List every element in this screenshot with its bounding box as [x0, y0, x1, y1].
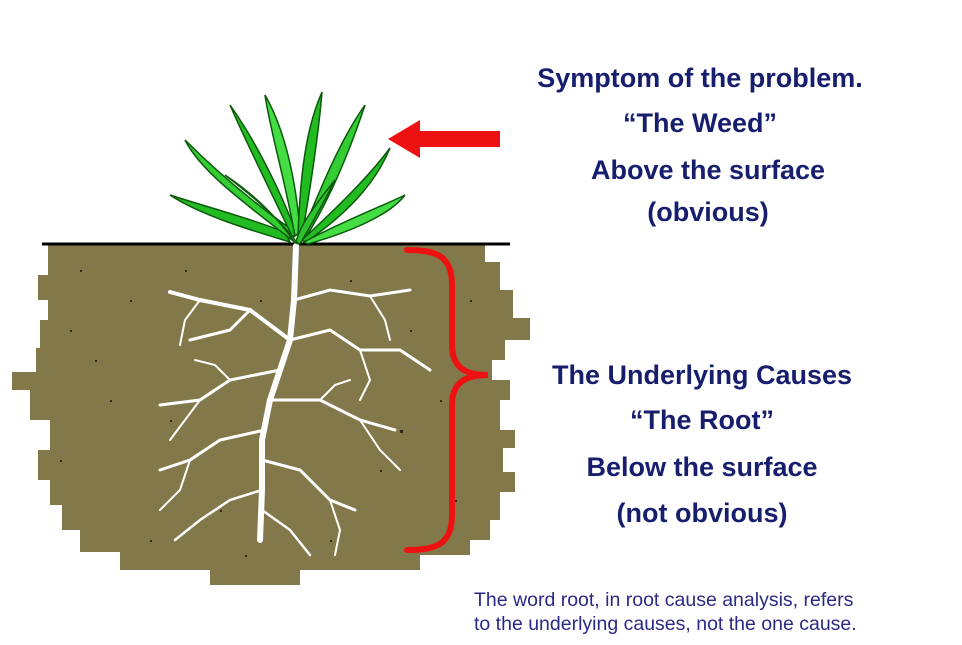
symptom-visibility: (obvious): [647, 197, 769, 227]
cause-location: Below the surface: [586, 452, 817, 482]
cause-title: The Underlying Causes: [552, 360, 852, 390]
symptom-location: Above the surface: [591, 155, 825, 185]
weed-plant: [170, 92, 405, 244]
cause-visibility: (not obvious): [617, 498, 788, 528]
footnote-line-2: to the underlying causes, not the one ca…: [474, 612, 857, 636]
cause-title-prefix: The: [552, 360, 608, 390]
left-arrow-icon: [388, 120, 500, 158]
cause-root-label: “The Root”: [630, 405, 774, 435]
footnote-line-1: The word root, in root cause analysis, r…: [474, 588, 853, 612]
symptom-title: Symptom of the problem.: [537, 63, 863, 93]
cause-title-emphasis: Underlying Causes: [607, 360, 852, 390]
symptom-weed-label: “The Weed”: [623, 108, 777, 138]
